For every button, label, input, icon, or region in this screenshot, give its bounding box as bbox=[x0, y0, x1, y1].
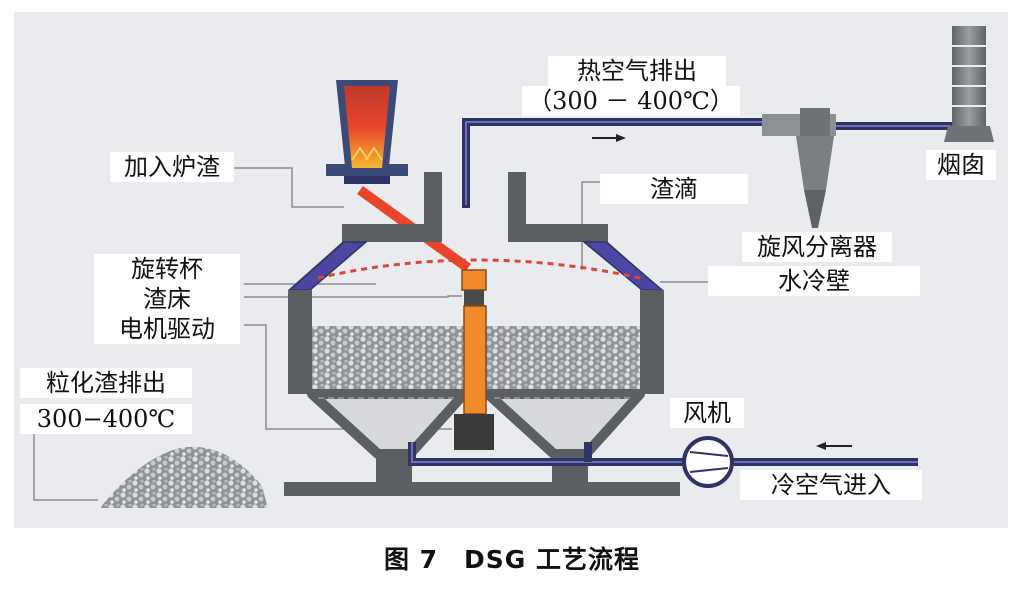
hot-air-pipe bbox=[462, 118, 954, 208]
motor-drive-label: 电机驱动 bbox=[94, 314, 240, 344]
add-slag-label: 加入炉渣 bbox=[110, 152, 234, 182]
fan-icon bbox=[682, 436, 734, 488]
hot-air-temperature-label: （300 － 400℃） bbox=[522, 86, 740, 116]
hot-air-exhaust-label: 热空气排出 bbox=[548, 56, 726, 86]
rotary-cup-label: 旋转杯 bbox=[94, 254, 240, 284]
granulated-slag-temperature-label: 300−400℃ bbox=[20, 404, 192, 434]
slag-bed-label: 渣床 bbox=[94, 284, 240, 314]
cold-air-pipe bbox=[408, 442, 918, 466]
cyclone-separator bbox=[762, 108, 836, 228]
cold-air-inlet-label: 冷空气进入 bbox=[740, 470, 922, 500]
figure-caption: 图 7 DSG 工艺流程 bbox=[383, 545, 641, 574]
cold-air-flow-arrow bbox=[816, 442, 852, 450]
cyclone-separator-label: 旋风分离器 bbox=[742, 232, 892, 262]
slag-ladle bbox=[326, 80, 408, 184]
chimney bbox=[944, 26, 994, 142]
chamber-walls bbox=[288, 290, 664, 394]
hot-air-flow-arrow bbox=[592, 134, 626, 142]
slag-droplet-path bbox=[317, 258, 641, 280]
fan-label: 风机 bbox=[670, 398, 744, 428]
rotary-cup-assembly bbox=[454, 269, 494, 450]
granulated-slag-pile bbox=[100, 446, 268, 508]
slag-droplets-label: 渣滴 bbox=[600, 174, 748, 204]
granulated-slag-discharge-label: 粒化渣排出 bbox=[20, 368, 192, 398]
chimney-label: 烟囱 bbox=[926, 150, 996, 180]
base-plate bbox=[284, 482, 680, 496]
water-cooled-wall-label: 水冷壁 bbox=[708, 266, 920, 296]
